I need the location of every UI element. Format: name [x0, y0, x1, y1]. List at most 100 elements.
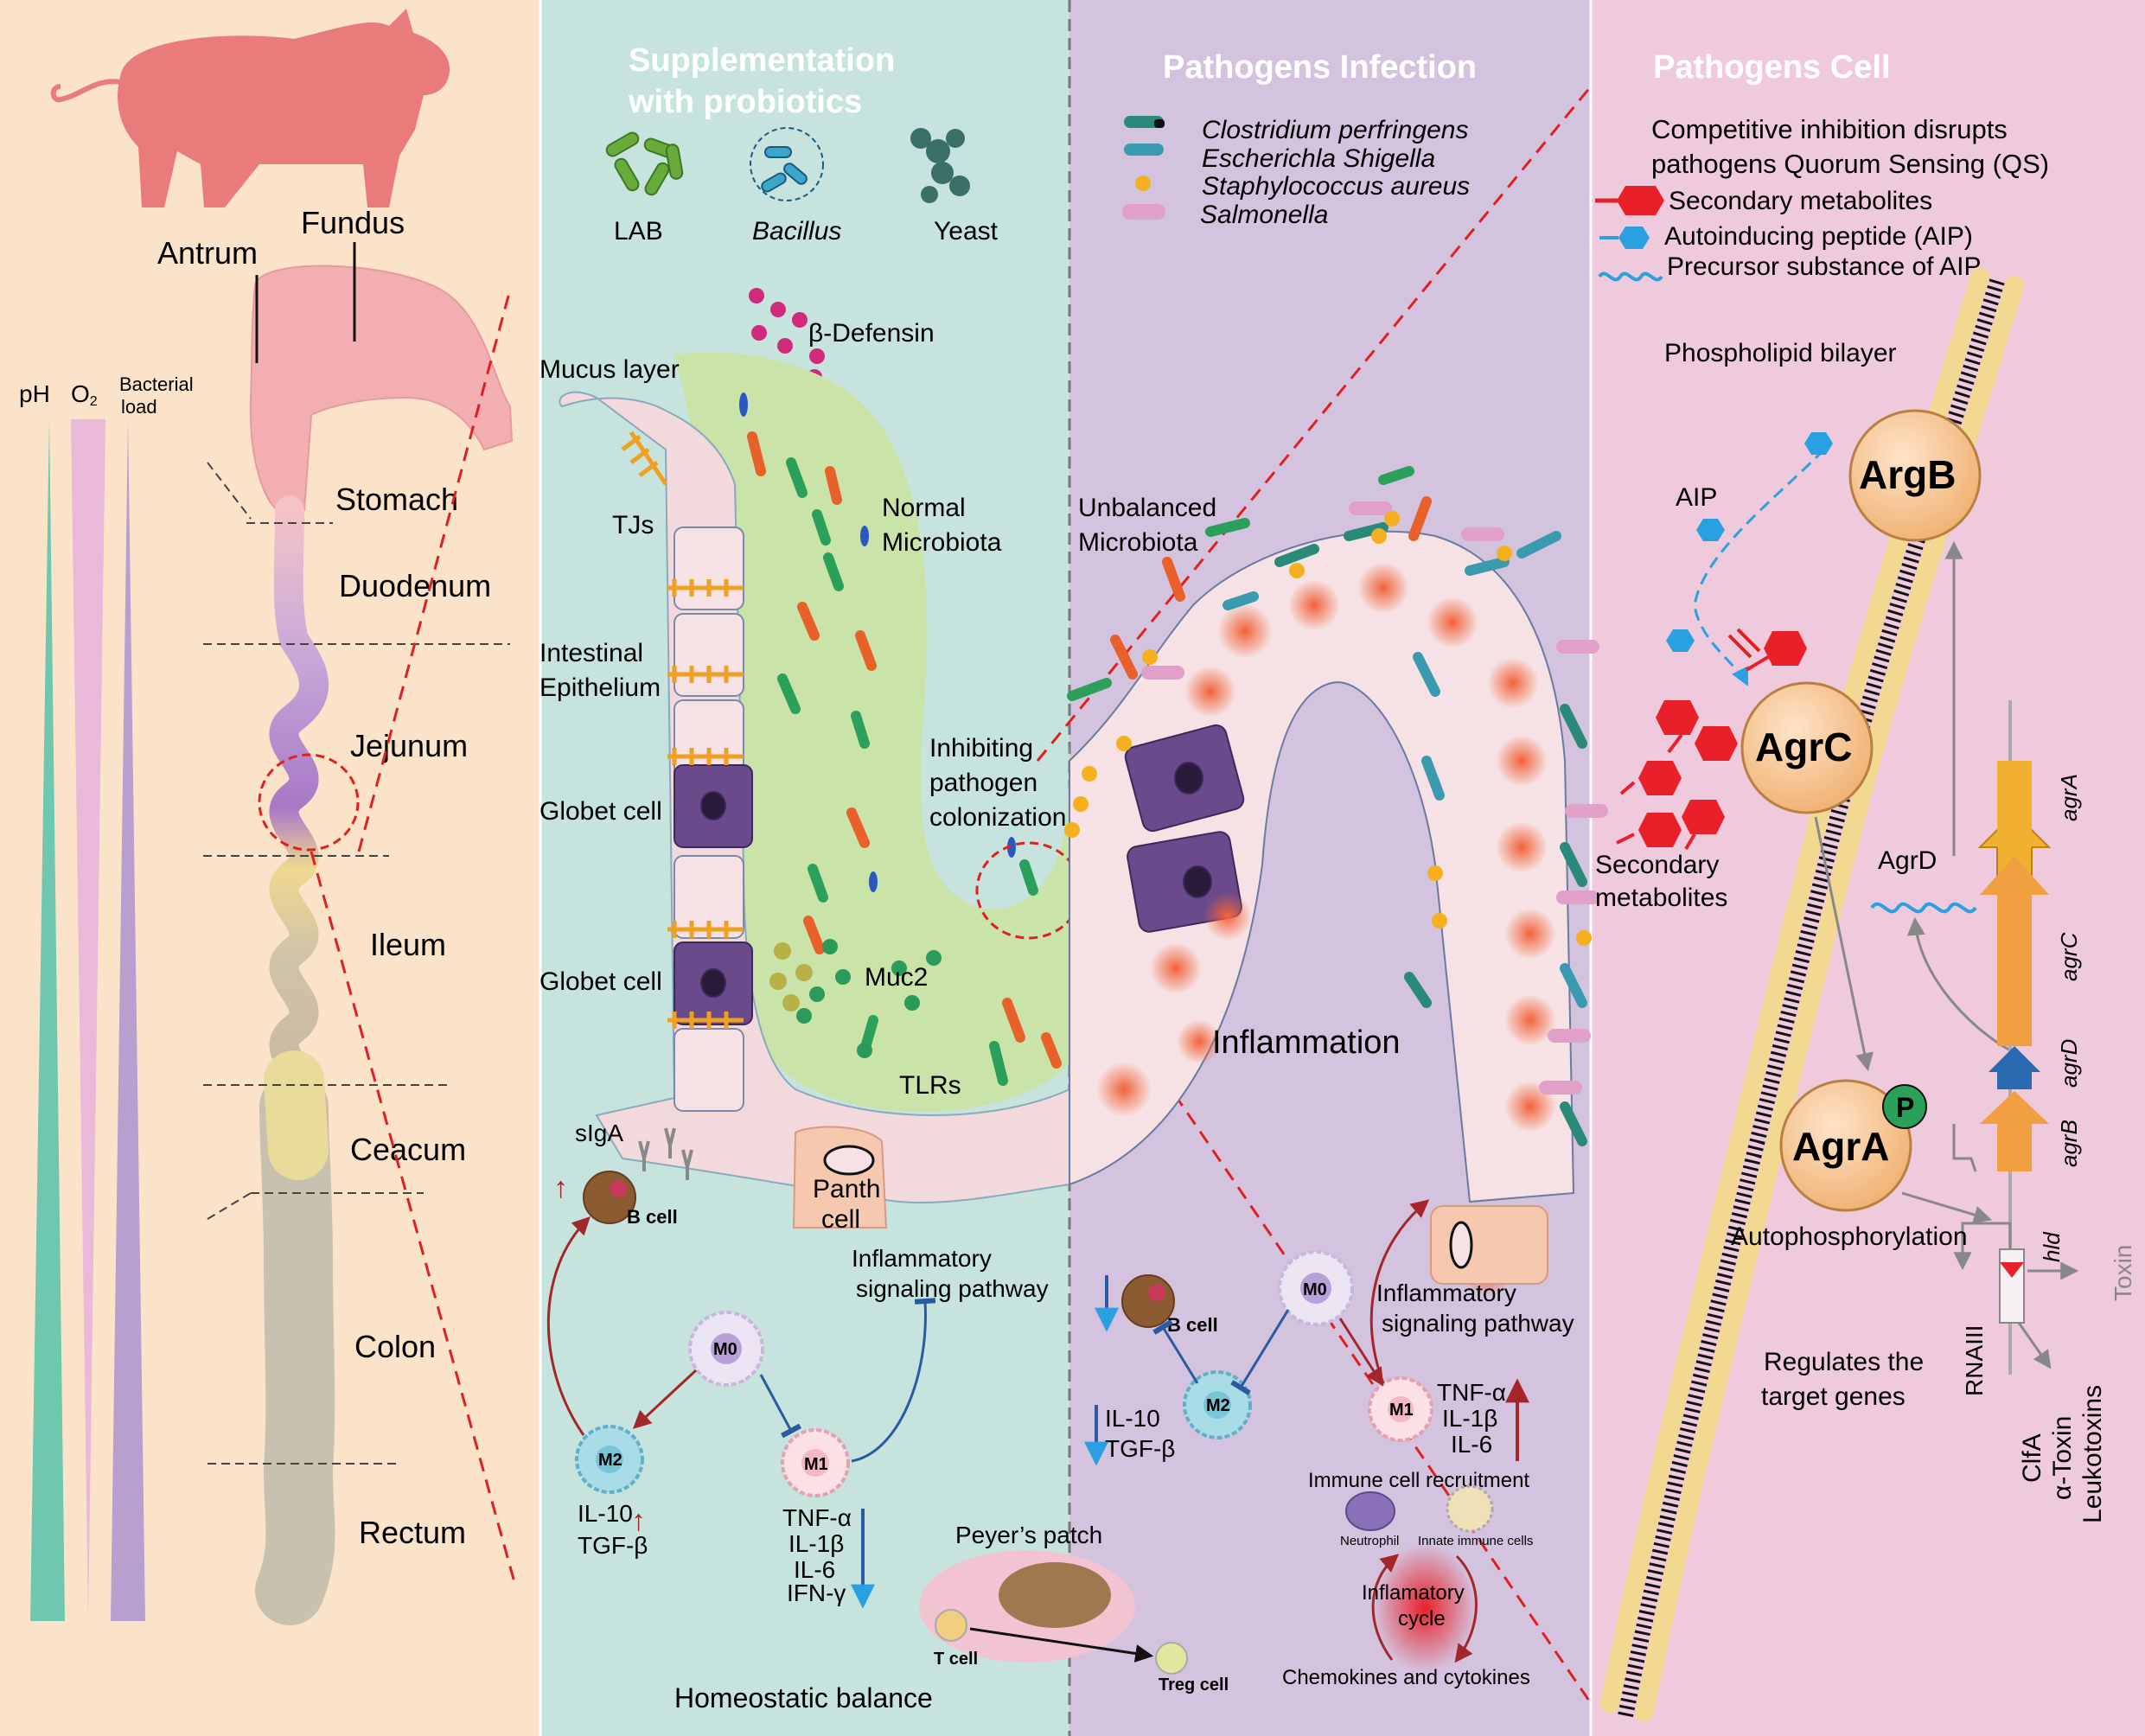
il10-label-p2: IL-10 — [578, 1500, 633, 1527]
legend-aip: Autoinducing peptide (AIP) — [1664, 222, 1973, 251]
gene-agrb-label: agrB — [2056, 1120, 2082, 1167]
gene-agrd-body — [1997, 1072, 2032, 1089]
panel3-title: Pathogens Infection — [1163, 49, 1477, 86]
m0-label-p2: M0 — [713, 1340, 737, 1359]
siga-antibodies — [638, 1127, 693, 1180]
b-cell-label-p2: B cell — [627, 1206, 678, 1228]
inflammatory-cycle-glow — [1373, 1543, 1477, 1673]
epithelium-label-1: Intestinal — [539, 639, 643, 667]
panel4-title: Pathogens Cell — [1653, 49, 1891, 86]
staphylococcus-icon — [1135, 176, 1151, 191]
gene-agrc-arrow — [1980, 856, 2049, 895]
peyers-patch-label: Peyer’s patch — [955, 1522, 1102, 1548]
target-arrow — [2017, 1322, 2052, 1369]
rnaiii-box — [1999, 1248, 2025, 1324]
legend-secondary: Secondary metabolites — [1669, 187, 1932, 215]
cycle-label-2: cycle — [1398, 1607, 1446, 1631]
zoom-line-3 — [1036, 86, 1593, 762]
zoom-line-4 — [1122, 1019, 1593, 1704]
goblet-cells-left — [674, 764, 753, 1025]
paneth-granule — [823, 1145, 875, 1176]
muc2-granules — [769, 942, 813, 1012]
tjs-label: TJs — [612, 511, 654, 539]
staphylococcus-cocci — [1064, 511, 1592, 946]
siga-up-arrow: ↑ — [553, 1171, 568, 1204]
ph-gradient-bar — [30, 419, 65, 1621]
legend-staphylococcus: Staphylococcus aureus — [1202, 172, 1470, 201]
crypt-cell — [1430, 1205, 1548, 1285]
competitive-block-2 — [1736, 628, 1761, 653]
homeostatic-label: Homeostatic balance — [674, 1682, 933, 1714]
ph-label: pH — [19, 380, 50, 407]
m1-macrophage-p2 — [781, 1428, 850, 1497]
duodenum-label: Duodenum — [339, 568, 491, 603]
promoter-arrow-2 — [1952, 1124, 1977, 1172]
aip-label: AIP — [1676, 483, 1717, 512]
jejunum-highlight — [258, 753, 360, 852]
m1-macrophage-p3 — [1368, 1376, 1433, 1442]
tnfa-label-p2: TNF-α — [782, 1504, 852, 1531]
cycle-label-1: Inflamatory — [1362, 1581, 1465, 1605]
inhibit-m2-to-bcell-p3 — [1152, 1319, 1199, 1384]
gene-agra-label: agrA — [2056, 774, 2082, 821]
intro-line-2: pathogens Quorum Sensing (QS) — [1651, 149, 2049, 179]
chemokines-label: Chemokines and cytokines — [1282, 1666, 1530, 1689]
leukotoxins-label: Leukotoxins — [2078, 1385, 2107, 1523]
autophos-label: Autophosphorylation — [1731, 1222, 1968, 1251]
alpha-toxin-label: α-Toxin — [2048, 1416, 2077, 1500]
antrum-label: Antrum — [157, 235, 258, 271]
salmonella-icon — [1122, 204, 1165, 220]
phosphate-label: P — [1896, 1092, 1914, 1123]
panel2-title-1: Supplementation — [629, 42, 895, 79]
hld-label: hld — [2039, 1231, 2065, 1262]
neutrophil-label: Neutrophil — [1340, 1534, 1399, 1548]
regulates-label-2: target genes — [1761, 1382, 1906, 1411]
zoom-line-2 — [310, 851, 516, 1583]
pig-icon — [50, 9, 450, 207]
agrd-peptide — [1870, 902, 1977, 914]
m2-macrophage-p2 — [575, 1425, 644, 1494]
arrow-operon-to-agrd — [1906, 916, 2011, 1052]
arrow-m2-to-bcell-p2 — [546, 1216, 591, 1436]
argb-label: ArgB — [1859, 452, 1956, 497]
treg-cell — [1155, 1642, 1188, 1675]
yeast-icon — [910, 128, 970, 203]
normal-microbiota-label-2: Microbiota — [882, 528, 1002, 557]
inflammation-label: Inflammation — [1212, 1024, 1401, 1061]
bacillus-label: Bacillus — [752, 217, 841, 246]
legend-clostridium: Clostridium perfringens — [1202, 116, 1468, 144]
paneth-label-1: Panth — [813, 1175, 880, 1203]
legend-escherichia: Escherichla Shigella — [1202, 144, 1435, 173]
arrow-m0-to-m2-p2 — [632, 1369, 698, 1429]
agra-label: AgrA — [1792, 1124, 1889, 1169]
o2-gradient-bar — [71, 419, 105, 1621]
aip-dashed-path — [1693, 448, 1826, 686]
tgfb-label-p2: TGF-β — [578, 1532, 648, 1559]
secondary-metabolite-stems — [1616, 655, 1770, 851]
zoom-line-1 — [357, 289, 512, 852]
secondary-metabolites-cluster — [1638, 631, 1807, 847]
lab-icon — [605, 131, 684, 196]
gene-agrd-label: agrD — [2056, 1039, 2082, 1088]
argb-protein — [1848, 409, 1982, 542]
rnaiii-label: RNAIII — [1961, 1325, 1988, 1396]
stomach-label: Stomach — [335, 482, 458, 517]
t-cell-label: T cell — [934, 1650, 978, 1669]
arrow-tcell-to-treg — [969, 1627, 1154, 1663]
colon-label: Colon — [354, 1329, 436, 1364]
bilayer-label: Phospholipid bilayer — [1664, 339, 1897, 367]
inflammation-legend-spot — [1177, 1019, 1222, 1064]
gene-agrc-body — [1997, 895, 2032, 1046]
stomach-shape — [249, 265, 514, 511]
jejunum-label: Jejunum — [350, 728, 468, 763]
normal-microbiota-label-1: Normal — [882, 494, 966, 522]
bacterial-load-label-2: load — [121, 396, 157, 418]
tight-junctions-left — [621, 431, 744, 1029]
clfa-label: ClfA — [2018, 1433, 2046, 1483]
regulates-label-1: Regulates the — [1764, 1348, 1924, 1376]
bacterial-load-gradient-bar — [111, 419, 145, 1621]
inhibit-m0-to-m2-p3 — [1230, 1309, 1290, 1395]
tgfb-label-p3: TGF-β — [1105, 1435, 1175, 1462]
arrow-agra-to-promoter — [1901, 1191, 1993, 1224]
